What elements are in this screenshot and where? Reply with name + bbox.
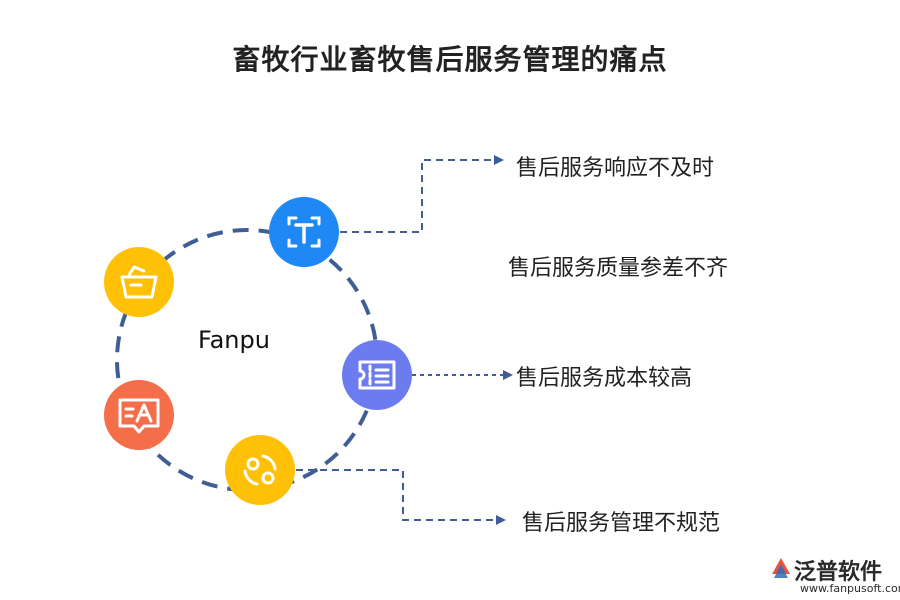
logo-url: www.fanpusoft.com [800,582,900,595]
arrowhead-item-3 [503,370,513,380]
pain-point-3: 售后服务成本较高 [516,366,693,391]
pain-point-4: 售后服务管理不规范 [522,511,721,536]
arrowhead-item-1 [494,155,504,165]
basket-icon [104,247,174,317]
brand-logo: 泛普软件 www.fanpusoft.com [768,552,900,598]
center-label: Fanpu [198,326,270,354]
arrowhead-item-4 [496,515,506,525]
logo-mark-icon [772,558,790,578]
text-icon [269,197,339,267]
list-icon [342,340,412,410]
pain-point-2: 售后服务质量参差不齐 [508,256,729,281]
connector-item-1 [340,159,497,233]
refresh-icon [225,435,295,505]
translate-icon [104,380,174,450]
pain-point-1: 售后服务响应不及时 [516,156,715,181]
page-title: 畜牧行业畜牧售后服务管理的痛点 [232,43,668,76]
connector-item-4 [296,469,498,521]
logo-name: 泛普软件 [794,560,883,585]
